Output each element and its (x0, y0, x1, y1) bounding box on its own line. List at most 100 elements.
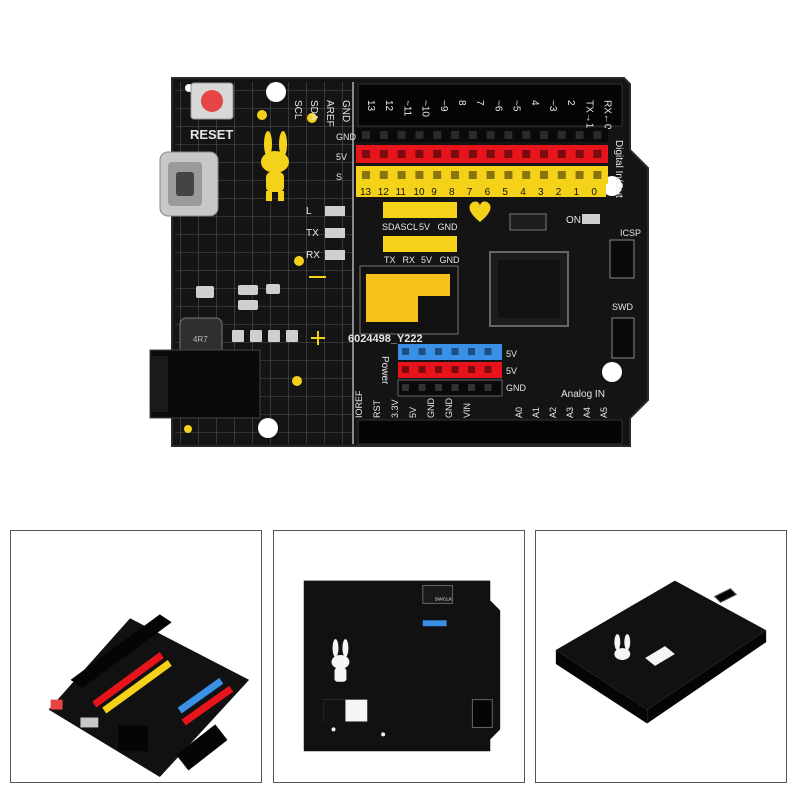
digital-pin-label: ~6 (492, 100, 503, 112)
led (325, 228, 345, 238)
bottom-header (357, 419, 623, 445)
red-pin-row (356, 145, 608, 163)
power-pin-label: GND (444, 398, 454, 419)
yellow-pin-row (356, 166, 608, 184)
header-side-label: 5V (336, 152, 347, 162)
heart-icon (469, 201, 491, 222)
header-side-label: GND (336, 132, 357, 142)
uart-pin-label: RX (403, 255, 416, 265)
power-title: Power (379, 356, 390, 385)
digital-pin-number: 7 (467, 187, 473, 198)
reset-button (201, 90, 223, 112)
i2c-header (383, 202, 457, 218)
power-pin-label: IOREF (354, 390, 364, 418)
digital-pin-label: 8 (456, 100, 467, 106)
digital-pin-label: ~11 (401, 100, 412, 117)
thumbnail-bottom-angled-view[interactable] (535, 530, 787, 783)
thumbnail-angled-view[interactable] (10, 530, 262, 783)
analog-pin-label: A2 (548, 407, 558, 418)
uart-header (383, 236, 457, 252)
i2c-pin-label: SCL (401, 222, 419, 232)
digital-pin-number: 1 (574, 187, 580, 198)
uart-pin-label: 5V (421, 255, 432, 265)
icsp-header (609, 239, 635, 279)
header-side-label: S (336, 172, 342, 182)
digital-pin-label: TX→1 (583, 100, 594, 129)
analog-pin-label: A1 (531, 407, 541, 418)
digital-pin-label: 4 (529, 100, 540, 106)
digital-pin-label: ~3 (547, 100, 558, 112)
digital-pin-label: 12 (383, 100, 394, 112)
power-pin-label: GND (426, 398, 436, 419)
power-pin-label: 3.3V (390, 399, 400, 418)
digital-pin-number: 2 (556, 187, 562, 198)
uart-pin-label: GND (440, 255, 461, 265)
led-label: TX (306, 228, 319, 239)
uart-pin-label: TX (384, 255, 396, 265)
analog-pin-label: A5 (599, 407, 609, 418)
digital-pin-label: 13 (365, 100, 376, 112)
power-side-label: 5V (506, 349, 517, 359)
power-pin-label: 5V (408, 407, 418, 418)
digital-pin-label: 2 (565, 100, 576, 106)
digital-pin-number: 12 (378, 187, 390, 198)
power-side-label: 5V (506, 366, 517, 376)
digital-pin-number: 0 (591, 187, 597, 198)
led (325, 206, 345, 216)
digital-pin-label: ~9 (438, 100, 449, 112)
digital-pin-label: RX←0 (602, 100, 613, 130)
digital-pin-number: 9 (431, 187, 437, 198)
digital-pin-number: 3 (538, 187, 544, 198)
analog-pin-label: A0 (514, 407, 524, 418)
led (325, 250, 345, 260)
swd-label: SWD (612, 302, 633, 312)
dc-jack-icon (149, 349, 261, 419)
digital-pin-label: 7 (474, 100, 485, 106)
status-leds: L TX RX (306, 206, 345, 261)
swd-header (611, 317, 635, 359)
digital-pin-label: ~10 (420, 100, 431, 117)
analog-title: Analog IN (561, 389, 605, 400)
icsp-label: ICSP (620, 228, 641, 238)
analog-pin-label: A4 (582, 407, 592, 418)
on-label: ON (566, 215, 581, 226)
i2c-pin-label: SDA (382, 222, 401, 232)
pin-label: SCL (292, 100, 303, 120)
top-left-pin-labels: SCL SDA AREF GND (292, 100, 351, 127)
digital-pin-number: 8 (449, 187, 455, 198)
power-header (397, 344, 503, 397)
thumbnail-back-view[interactable]: SWCLK (273, 530, 525, 783)
svg-text:4R7: 4R7 (193, 335, 208, 344)
mcu-chip-icon (489, 251, 569, 327)
led-label: L (306, 206, 312, 217)
digital-pin-number: 13 (360, 187, 372, 198)
digital-pin-number: 6 (485, 187, 491, 198)
analog-pin-label: A3 (565, 407, 575, 418)
power-pin-label: RST (372, 399, 382, 418)
model-text: 6024498_Y222 (348, 333, 423, 345)
reset-label: RESET (190, 127, 233, 142)
led-label: RX (306, 250, 320, 261)
pin-label: SDA (308, 100, 319, 121)
digital-pin-number: 10 (413, 187, 425, 198)
digital-pin-number: 4 (520, 187, 526, 198)
svg-text:SWCLK: SWCLK (435, 596, 453, 602)
power-pin-label: VIN (462, 403, 472, 418)
i2c-pin-label: GND (438, 222, 459, 232)
i2c-pin-label: 5V (419, 222, 430, 232)
pin-label: GND (340, 100, 351, 122)
usb-c-port-icon (159, 151, 219, 217)
mounting-holes (258, 82, 622, 438)
digital-pin-label: ~5 (511, 100, 522, 112)
rabbit-mascot-icon (261, 131, 289, 201)
pin-label: AREF (324, 100, 335, 127)
oled-display (359, 265, 459, 335)
digital-pin-number: 11 (396, 187, 407, 198)
digital-pin-labels-top: 13 12 ~11 ~10 ~9 8 7 ~6 ~5 4 ~3 2 TX→1 RX←0 (365, 100, 613, 130)
power-side-label: GND (506, 383, 527, 393)
top-header (357, 83, 623, 127)
digital-title: Digital In/Out (613, 140, 624, 198)
digital-pin-number: 5 (502, 187, 508, 198)
